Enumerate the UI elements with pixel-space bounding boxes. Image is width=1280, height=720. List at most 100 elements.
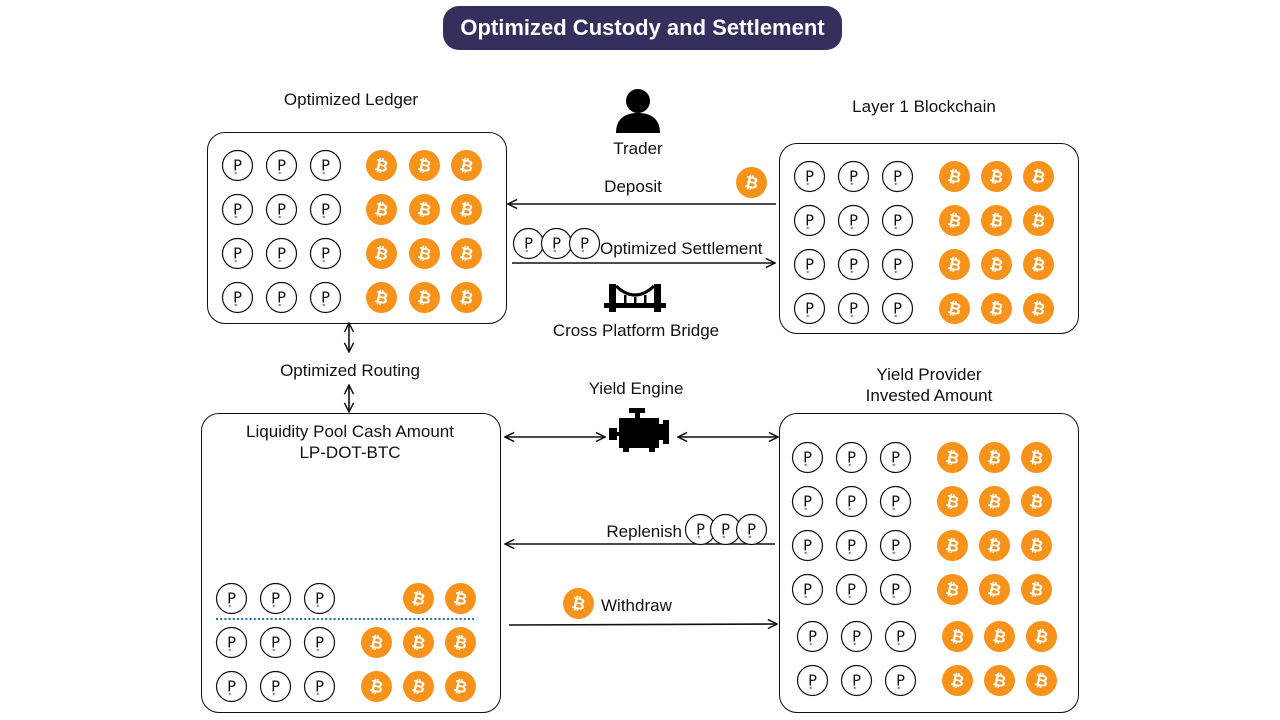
- provider-dot-coin-icon: P: [835, 441, 867, 473]
- svg-text:₿: ₿: [373, 242, 390, 263]
- svg-text:₿: ₿: [373, 198, 390, 219]
- svg-text:P: P: [852, 628, 861, 645]
- provider-btc-coin-icon: ₿: [936, 485, 968, 517]
- layer1-dot-coin-icon: P: [837, 292, 869, 324]
- layer1-dot-coin-icon: P: [793, 204, 825, 236]
- svg-text:P: P: [277, 289, 286, 306]
- svg-text:P: P: [847, 581, 856, 598]
- trader-label: Trader: [613, 139, 663, 158]
- svg-text:P: P: [803, 537, 812, 554]
- layer1-dot-coin-icon: P: [837, 248, 869, 280]
- provider-btc-coin-icon: ₿: [1020, 441, 1052, 473]
- routing-label: Optimized Routing: [280, 361, 420, 380]
- ledger-title: Optimized Ledger: [283, 90, 419, 109]
- provider-dot-coin-icon: P: [840, 664, 872, 696]
- svg-text:₿: ₿: [946, 165, 963, 186]
- deposit-label: Deposit: [604, 177, 662, 196]
- svg-text:P: P: [747, 521, 756, 538]
- provider-dot-coin-icon: P: [879, 529, 911, 561]
- svg-text:P: P: [277, 245, 286, 262]
- svg-text:P: P: [849, 168, 858, 185]
- svg-text:₿: ₿: [986, 446, 1003, 467]
- ledger-dot-coin-icon: P: [309, 237, 341, 269]
- provider-btc-coin-icon: ₿: [1020, 573, 1052, 605]
- svg-text:₿: ₿: [458, 198, 475, 219]
- pool-btc-coin-icon: ₿: [402, 582, 434, 614]
- ledger-btc-coin-icon: ₿: [450, 237, 482, 269]
- svg-text:₿: ₿: [988, 297, 1005, 318]
- pool-dot-coin-icon: P: [303, 582, 335, 614]
- provider-dot-coin-icon: P: [835, 529, 867, 561]
- layer1-btc-coin-icon: ₿: [980, 248, 1012, 280]
- layer1-btc-coin-icon: ₿: [938, 292, 970, 324]
- replenish-dot-coin-icon: P: [735, 513, 767, 545]
- svg-text:₿: ₿: [946, 253, 963, 274]
- liquidity-pool-subtitle: LP-DOT-BTC: [299, 443, 401, 462]
- svg-text:₿: ₿: [1028, 578, 1045, 599]
- svg-text:P: P: [803, 493, 812, 510]
- provider-btc-coin-icon: ₿: [1025, 664, 1057, 696]
- layer1-dot-coin-icon: P: [793, 160, 825, 192]
- svg-text:₿: ₿: [949, 625, 966, 646]
- bridge-icon: [604, 284, 666, 312]
- layer1-dot-coin-icon: P: [793, 292, 825, 324]
- svg-text:₿: ₿: [1033, 669, 1050, 690]
- svg-text:P: P: [227, 678, 236, 695]
- ledger-dot-coin-icon: P: [309, 149, 341, 181]
- layer1-btc-coin-icon: ₿: [980, 204, 1012, 236]
- provider-btc-coin-icon: ₿: [936, 441, 968, 473]
- svg-text:₿: ₿: [1030, 297, 1047, 318]
- layer1-btc-coin-icon: ₿: [938, 160, 970, 192]
- svg-text:P: P: [808, 672, 817, 689]
- provider-btc-coin-icon: ₿: [936, 573, 968, 605]
- svg-text:₿: ₿: [988, 209, 1005, 230]
- provider-dot-coin-icon: P: [835, 573, 867, 605]
- pool-btc-coin-icon: ₿: [360, 670, 392, 702]
- svg-text:₿: ₿: [988, 165, 1005, 186]
- svg-text:₿: ₿: [944, 446, 961, 467]
- svg-text:₿: ₿: [410, 631, 427, 652]
- svg-text:₿: ₿: [368, 631, 385, 652]
- provider-dot-coin-icon: P: [835, 485, 867, 517]
- svg-text:P: P: [580, 235, 589, 252]
- pool-btc-coin-icon: ₿: [402, 670, 434, 702]
- pool-dot-coin-icon: P: [259, 582, 291, 614]
- svg-text:₿: ₿: [416, 198, 433, 219]
- ledger-btc-coin-icon: ₿: [365, 237, 397, 269]
- withdraw-btc-coin-icon: ₿: [562, 587, 594, 619]
- yield-provider-title: Yield Provider: [876, 365, 982, 384]
- svg-text:₿: ₿: [1030, 165, 1047, 186]
- svg-text:P: P: [891, 493, 900, 510]
- svg-text:P: P: [847, 449, 856, 466]
- pool-dot-coin-icon: P: [303, 670, 335, 702]
- svg-text:P: P: [552, 235, 561, 252]
- provider-btc-coin-icon: ₿: [1020, 529, 1052, 561]
- svg-text:₿: ₿: [988, 253, 1005, 274]
- layer1-btc-coin-icon: ₿: [1022, 160, 1054, 192]
- svg-text:P: P: [847, 493, 856, 510]
- provider-btc-coin-icon: ₿: [978, 441, 1010, 473]
- pool-dot-coin-icon: P: [259, 626, 291, 658]
- svg-text:₿: ₿: [986, 534, 1003, 555]
- svg-text:₿: ₿: [946, 297, 963, 318]
- svg-text:₿: ₿: [991, 669, 1008, 690]
- ledger-btc-coin-icon: ₿: [408, 193, 440, 225]
- layer1-btc-coin-icon: ₿: [1022, 204, 1054, 236]
- pool-btc-coin-icon: ₿: [360, 626, 392, 658]
- replenish-dot-coin-icon: P: [684, 513, 716, 545]
- settlement-dot-coin-icon: P: [568, 227, 600, 259]
- provider-btc-coin-icon: ₿: [1020, 485, 1052, 517]
- ledger-dot-coin-icon: P: [265, 281, 297, 313]
- svg-text:P: P: [847, 537, 856, 554]
- svg-text:P: P: [233, 157, 242, 174]
- pool-dot-coin-icon: P: [215, 626, 247, 658]
- svg-text:P: P: [849, 300, 858, 317]
- svg-text:₿: ₿: [416, 154, 433, 175]
- ledger-dot-coin-icon: P: [265, 149, 297, 181]
- withdraw-arrow: [508, 624, 777, 625]
- svg-text:P: P: [808, 628, 817, 645]
- svg-text:P: P: [271, 634, 280, 651]
- svg-text:₿: ₿: [986, 490, 1003, 511]
- pool-dot-coin-icon: P: [215, 670, 247, 702]
